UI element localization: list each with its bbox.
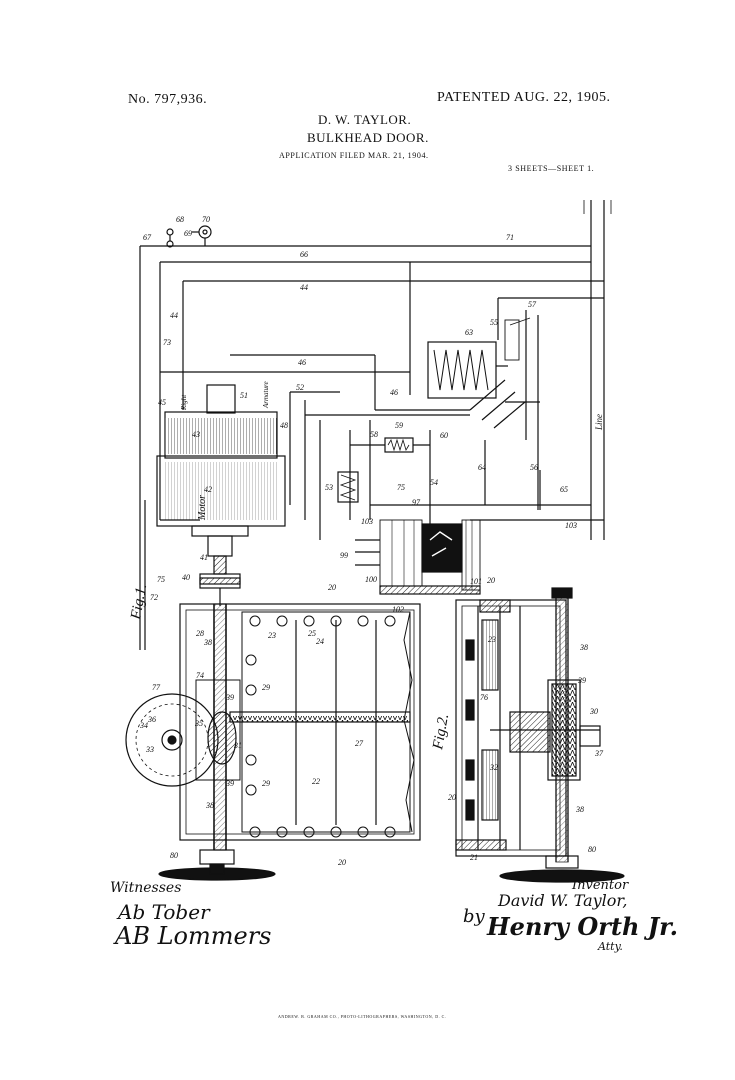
ref-101: 101 [470,577,482,586]
ref-43: 43 [192,430,200,439]
fig1-label: Fig.1. [128,583,150,622]
ref-38c: 38 [579,643,588,652]
ref-32: 32 [489,763,498,772]
ref-100: 100 [365,575,377,584]
ref-29: 29 [262,683,270,692]
ref-27: 27 [355,739,364,748]
ref-80: 80 [170,851,178,860]
witness-2-signature: AB Lommers [115,922,272,950]
ref-60: 60 [440,431,448,440]
ref-38d: 38 [575,805,584,814]
patented-date: PATENTED AUG. 22, 1905. [437,90,611,105]
patent-title: BULKHEAD DOOR. [307,130,429,145]
ref-35: 35 [194,719,203,728]
line-label: Line [594,414,604,431]
ref-20: 20 [328,583,336,592]
motor-label: Motor [197,495,208,521]
ref-36: 36 [147,715,156,724]
ref-41: 41 [200,553,208,562]
ref-69: 69 [184,229,192,238]
ref-40: 40 [182,573,190,582]
witness-1-signature: Ab Tober [118,900,210,924]
printer-credit: ANDREW. B. GRAHAM CO., PHOTO-LITHOGRAPHE… [278,1014,447,1019]
ref-34: 34 [139,721,148,730]
sheet-count: 3 SHEETS—SHEET 1. [508,164,595,173]
ref-56: 56 [530,463,538,472]
ref-58: 58 [370,430,378,439]
ref-72: 72 [150,593,158,602]
ref-97: 97 [412,498,421,507]
ref-29b: 29 [262,779,270,788]
ref-53: 53 [325,483,333,492]
patent-number: No. 797,936. [128,92,208,107]
inventor-label: Inventor [572,878,629,893]
ref-39: 39 [225,693,234,702]
ref-65: 65 [560,485,568,494]
ref-102: 102 [392,605,404,614]
ref-103b: 103 [361,517,373,526]
ref-68: 68 [176,215,184,224]
ref-31: 31 [233,741,242,750]
application-date: APPLICATION FILED MAR. 21, 1904. [279,151,429,160]
ref-25: 25 [308,629,316,638]
ref-44: 44 [300,283,308,292]
ref-57: 57 [528,300,537,309]
witnesses-label: Witnesses [110,880,182,896]
ref-80b: 80 [588,845,596,854]
ref-51: 51 [240,391,248,400]
ref-38: 38 [203,638,212,647]
inventor-signature: David W. Taylor, [498,891,628,910]
ref-22: 22 [312,777,320,786]
attorney-signature: Henry Orth Jr. [487,912,678,941]
ref-75b: 75 [157,575,165,584]
ref-55: 55 [490,318,498,327]
ref-21: 21 [470,853,478,862]
ref-39b: 39 [225,779,234,788]
armature-label: Armature [262,381,270,409]
ref-20c: 20 [338,858,346,867]
ref-37: 37 [594,749,604,758]
ref-30: 30 [589,707,598,716]
ref-75: 75 [397,483,405,492]
ref-45: 45 [158,398,166,407]
ref-73: 73 [163,338,171,347]
ref-71: 71 [506,233,514,242]
ref-20b: 20 [487,576,495,585]
ref-39c: 39 [577,676,586,685]
ref-76: 76 [480,693,488,702]
ref-48: 48 [280,421,288,430]
ref-64: 64 [478,463,486,472]
ref-23: 23 [268,631,276,640]
attorney-label: Atty. [598,940,623,953]
ref-77: 77 [152,683,161,692]
ref-99: 99 [340,551,348,560]
ref-46: 46 [298,358,306,367]
ref-20d: 20 [448,793,456,802]
ref-74: 74 [196,671,204,680]
ref-66: 66 [300,250,308,259]
ref-24: 24 [316,637,324,646]
ref-59: 59 [395,421,403,430]
ref-42: 42 [204,485,212,494]
ref-52: 52 [296,383,304,392]
ref-44b: 44 [170,311,178,320]
ref-67: 67 [143,233,152,242]
ref-63: 63 [465,328,473,337]
ref-54: 54 [430,478,438,487]
ref-33: 33 [145,745,154,754]
ref-70: 70 [202,215,210,224]
by-label: by [463,906,485,927]
ref-103: 103 [565,521,577,530]
ref-38b: 38 [205,801,214,810]
inventor-name: D. W. TAYLOR. [318,112,412,127]
right-label: Right [180,394,188,411]
fig2-label: Fig.2. [430,713,452,752]
ref-46b: 46 [390,388,398,397]
ref-23b: 23 [488,635,496,644]
ref-28: 28 [196,629,204,638]
